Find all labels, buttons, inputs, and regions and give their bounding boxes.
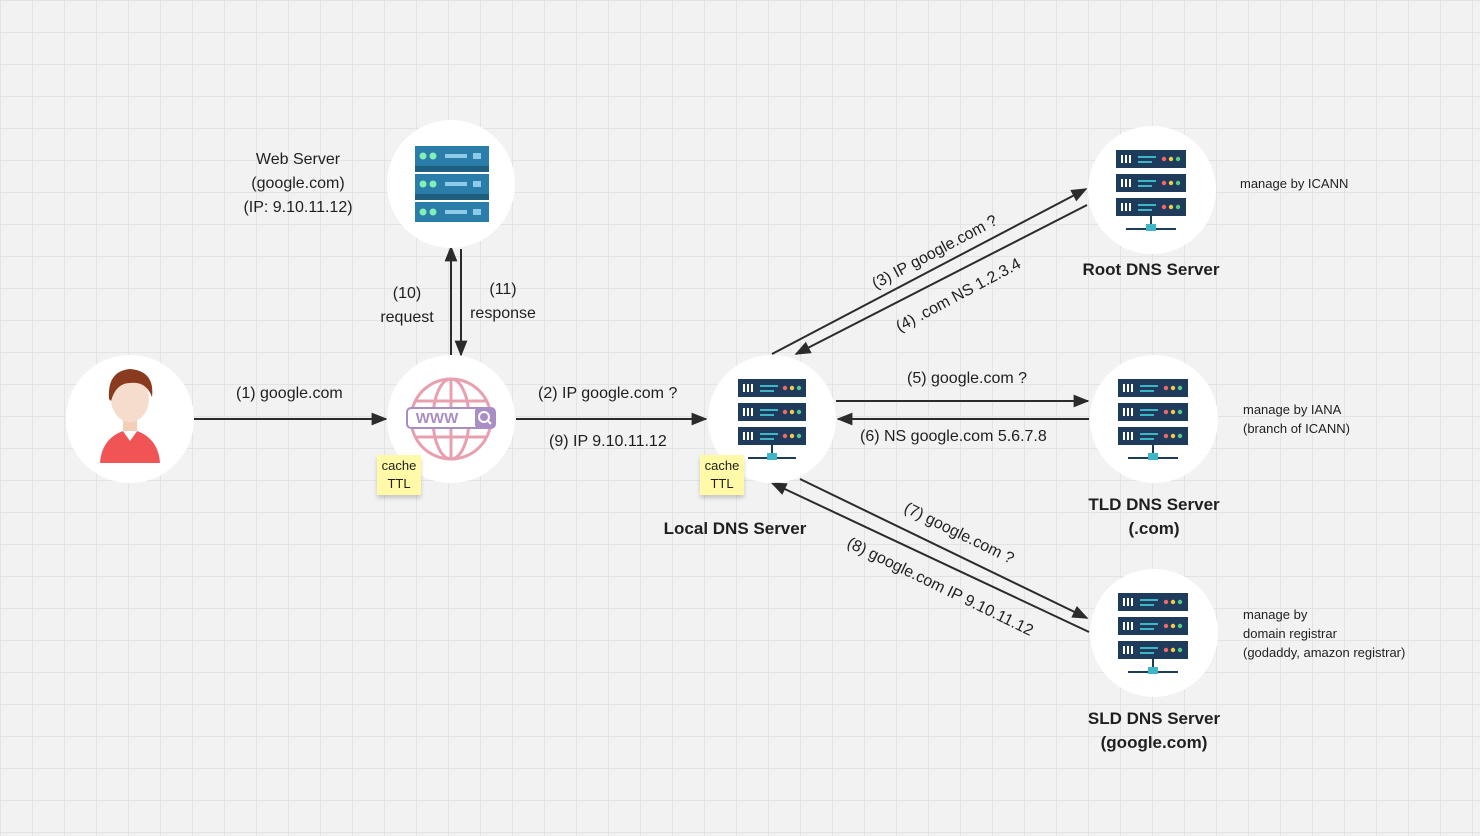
- tld-dns-note-line-2: (branch of ICANN): [1243, 421, 1350, 436]
- root-dns-note: manage by ICANN: [1240, 176, 1349, 191]
- tld-dns-subtitle: (.com): [1128, 519, 1180, 538]
- sld-dns-title: SLD DNS Server: [1087, 709, 1221, 728]
- root-dns-node[interactable]: [1088, 126, 1216, 254]
- arrow-3-line: [771, 188, 1088, 355]
- svg-text:WWW: WWW: [416, 410, 459, 427]
- sticky-line-2: TTL: [710, 476, 734, 491]
- web-server-icon: [415, 146, 489, 222]
- browser-cache-sticky[interactable]: cache TTL: [377, 455, 421, 495]
- sld-dns-note-line-1: manage by: [1243, 607, 1308, 622]
- user-node[interactable]: [66, 355, 194, 483]
- sticky-line-1: cache: [704, 458, 740, 473]
- arrow-2-label: (2) IP google.com ?: [538, 385, 678, 402]
- arrow-5-label: (5) google.com ?: [907, 370, 1028, 387]
- arrow-7-line: [799, 478, 1089, 619]
- web-server-label: Web Server (google.com) (IP: 9.10.11.12): [243, 148, 352, 220]
- local-dns-server-icon: [738, 379, 806, 460]
- sld-dns-label: SLD DNS Server (google.com): [1088, 707, 1220, 755]
- web-server-title: Web Server: [255, 151, 341, 168]
- sld-dns-note-line-2: domain registrar: [1243, 626, 1337, 641]
- root-dns-server-icon: [1116, 150, 1186, 231]
- local-dns-label: Local DNS Server: [663, 519, 807, 538]
- arrow-9-label: (9) IP 9.10.11.12: [549, 433, 667, 450]
- sld-dns-subtitle: (google.com): [1100, 733, 1208, 752]
- sticky-line-1: cache: [381, 458, 417, 473]
- sld-dns-note-line-3: (godaddy, amazon registrar): [1243, 645, 1406, 660]
- user-avatar-icon: [100, 369, 160, 463]
- arrow-1-label: (1) google.com: [236, 385, 343, 402]
- sld-dns-note: manage by domain registrar (godaddy, ama…: [1243, 605, 1405, 662]
- browser-node[interactable]: WWW: [387, 355, 515, 483]
- sld-dns-server-icon: [1118, 593, 1188, 674]
- root-dns-label: Root DNS Server: [1082, 260, 1220, 279]
- tld-dns-label: TLD DNS Server (.com): [1088, 493, 1219, 541]
- sld-dns-node[interactable]: [1090, 569, 1218, 697]
- web-server-node[interactable]: [387, 120, 515, 248]
- arrow-8-line: [770, 482, 1090, 633]
- tld-dns-title: TLD DNS Server: [1088, 495, 1220, 514]
- arrow-10-number: (10): [392, 285, 422, 302]
- sticky-line-2: TTL: [387, 476, 411, 491]
- web-server-ip: (IP: 9.10.11.12): [243, 199, 353, 216]
- local-dns-cache-sticky[interactable]: cache TTL: [700, 455, 744, 495]
- browser-globe-icon: WWW: [406, 377, 496, 461]
- arrow-11-number: (11): [489, 281, 517, 298]
- arrow-11-text: response: [470, 305, 536, 322]
- web-server-domain: (google.com): [251, 175, 345, 192]
- arrow-11-label: (11) response: [470, 278, 536, 326]
- tld-dns-node[interactable]: [1090, 355, 1218, 483]
- tld-dns-note: manage by IANA (branch of ICANN): [1243, 400, 1350, 438]
- arrow-10-label: (10) request: [380, 282, 433, 330]
- arrow-10-text: request: [380, 309, 434, 326]
- arrow-6-label: (6) NS google.com 5.6.7.8: [860, 428, 1047, 445]
- tld-dns-note-line-1: manage by IANA: [1243, 402, 1342, 417]
- arrow-4-line: [794, 204, 1088, 355]
- tld-dns-server-icon: [1118, 379, 1188, 460]
